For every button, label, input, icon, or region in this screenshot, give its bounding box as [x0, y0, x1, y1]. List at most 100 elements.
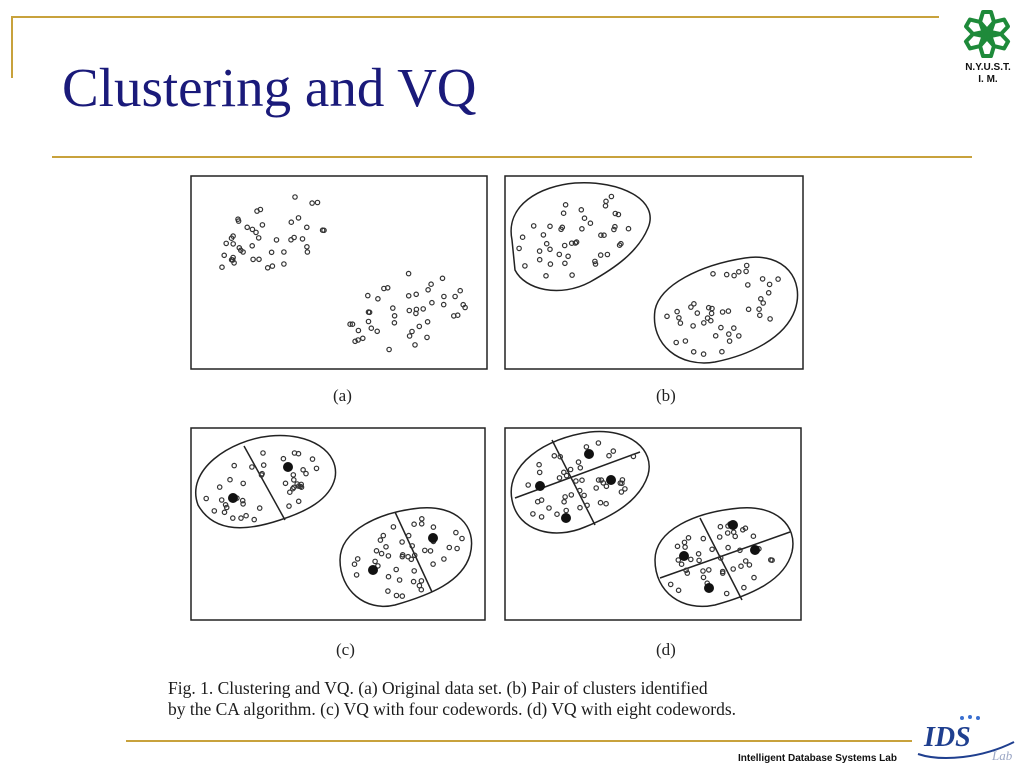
data-point: [384, 284, 391, 291]
data-point: [380, 532, 387, 539]
data-point: [385, 573, 392, 580]
nyust-snowflake-icon: [962, 10, 1012, 58]
data-point: [530, 223, 537, 229]
data-point: [606, 452, 612, 459]
data-point: [719, 570, 726, 576]
data-point: [351, 561, 358, 568]
data-point: [742, 558, 749, 564]
data-point: [229, 257, 236, 263]
data-point: [581, 492, 587, 499]
data-point: [427, 548, 434, 554]
data-point: [386, 346, 392, 353]
data-point: [577, 504, 583, 511]
data-point: [674, 308, 680, 315]
panel-d-points: [525, 440, 775, 597]
data-point: [457, 287, 464, 294]
data-point: [259, 222, 266, 228]
data-point: [576, 487, 583, 494]
data-point: [682, 338, 689, 344]
data-point: [718, 324, 724, 331]
codeword-d-1: [584, 449, 594, 459]
panel-d-frame: [504, 427, 802, 621]
panel-b-label: (b): [656, 386, 676, 405]
data-point: [373, 547, 380, 554]
data-point: [556, 475, 563, 481]
data-point: [219, 264, 225, 271]
data-point: [300, 466, 306, 473]
data-point: [230, 241, 237, 247]
data-point: [352, 338, 358, 345]
panel-c-cluster-1: [195, 434, 337, 529]
data-point: [760, 300, 767, 306]
data-point: [601, 232, 607, 239]
data-point: [587, 220, 594, 227]
data-point: [612, 223, 618, 230]
data-point: [430, 524, 437, 530]
data-point: [751, 574, 757, 581]
data-point: [347, 321, 353, 328]
data-point: [295, 498, 302, 505]
data-point: [756, 306, 762, 313]
data-point: [735, 268, 742, 275]
data-point: [418, 578, 425, 584]
data-point: [560, 210, 567, 217]
data-point: [216, 484, 223, 490]
data-point: [619, 480, 625, 487]
data-point: [710, 270, 716, 277]
data-point: [726, 338, 733, 344]
data-point: [429, 299, 435, 306]
data-point: [730, 325, 737, 331]
data-point: [592, 258, 598, 265]
data-point: [735, 333, 742, 339]
data-point: [741, 584, 747, 591]
data-point: [559, 224, 566, 231]
data-point: [416, 582, 423, 589]
data-point: [221, 509, 228, 516]
data-point: [688, 304, 694, 310]
data-point: [543, 240, 550, 247]
data-point: [406, 307, 413, 314]
data-point: [673, 339, 680, 346]
panel-c-frame: [190, 427, 486, 621]
panel-d-cluster-2-divider-a: [699, 517, 743, 601]
data-point: [452, 293, 458, 300]
data-point: [575, 459, 582, 465]
data-point: [610, 448, 617, 454]
data-point: [685, 534, 692, 541]
data-point: [256, 505, 263, 511]
data-point: [405, 532, 412, 539]
data-point: [700, 574, 707, 581]
panel-c-cluster-2-divider: [394, 511, 433, 593]
data-point: [584, 502, 590, 509]
data-point: [290, 472, 297, 478]
data-point: [260, 450, 266, 456]
data-point: [428, 281, 434, 288]
data-point: [223, 240, 230, 247]
codeword-d-6: [679, 551, 689, 561]
data-point: [240, 480, 247, 487]
title-underline: [52, 156, 972, 158]
data-point: [230, 233, 236, 239]
data-point: [355, 337, 361, 343]
data-point: [769, 557, 775, 564]
data-point: [304, 244, 310, 250]
data-point: [253, 229, 259, 236]
panel-d-cluster-2-divider-b: [659, 531, 791, 579]
panel-d-label: (d): [656, 640, 676, 659]
data-point: [534, 498, 541, 505]
data-point: [543, 272, 549, 279]
data-point: [440, 301, 447, 308]
data-point: [454, 312, 461, 319]
data-point: [249, 464, 255, 470]
data-point: [522, 263, 528, 269]
data-point: [536, 248, 543, 254]
data-point: [675, 587, 682, 594]
data-point: [368, 325, 375, 332]
data-point: [211, 508, 218, 514]
data-point: [568, 492, 575, 498]
data-point: [441, 293, 447, 300]
data-point: [222, 501, 229, 508]
data-point: [725, 331, 732, 337]
data-point: [674, 543, 681, 550]
